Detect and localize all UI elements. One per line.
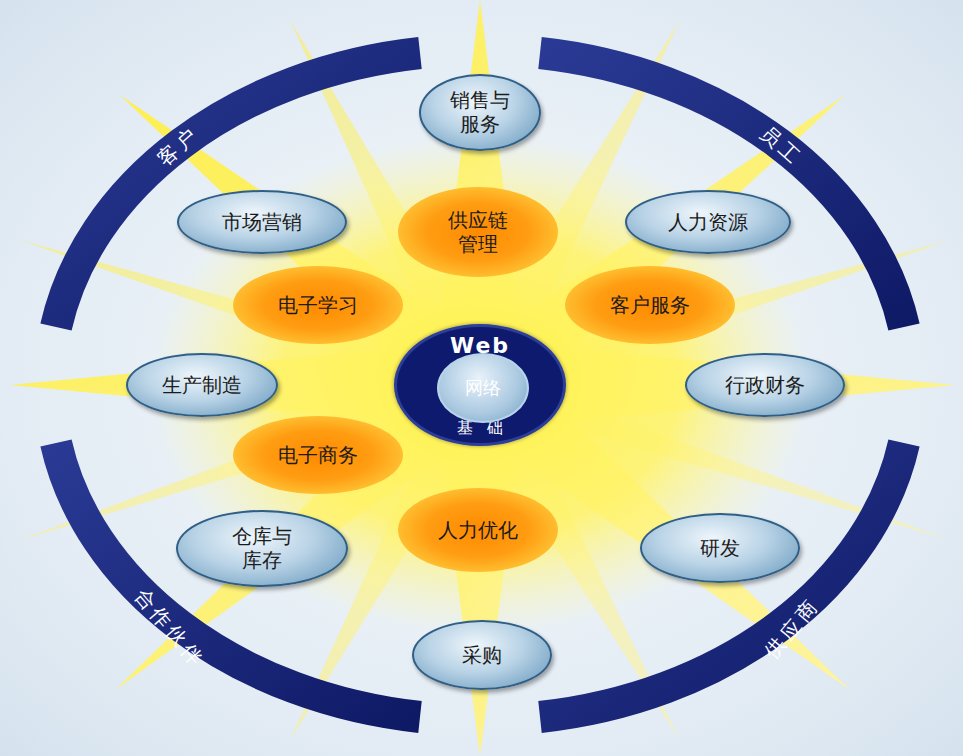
outer-ring	[56, 53, 904, 717]
solution-ellipse: 电子商务	[233, 416, 403, 494]
function-ellipse: 销售与服务	[419, 74, 541, 151]
node-label: 供应链管理	[446, 208, 510, 256]
function-ellipse: 人力资源	[625, 190, 791, 254]
node-label: 电子商务	[278, 443, 358, 467]
node-label: 采购	[462, 643, 502, 667]
node-label: 人力资源	[668, 210, 748, 234]
node-label: 销售与服务	[448, 88, 512, 136]
node-label: 人力优化	[438, 518, 518, 542]
sun-rays	[10, 0, 955, 756]
node-label: 网络	[439, 377, 527, 399]
solution-ellipse: 供应链管理	[398, 187, 558, 277]
function-ellipse: 研发	[640, 513, 800, 583]
node-label: 行政财务	[725, 373, 805, 397]
node-label: 研发	[700, 536, 740, 560]
solution-ellipse: 电子学习	[233, 266, 403, 344]
node-label: 市场营销	[222, 210, 302, 234]
node-label: 客户服务	[610, 293, 690, 317]
network-ellipse: 网络	[437, 353, 529, 423]
node-label: 生产制造	[162, 373, 242, 397]
function-ellipse: 仓库与库存	[176, 510, 348, 587]
core-ellipse: Web基础网络	[394, 324, 566, 446]
solution-ellipse: 人力优化	[398, 488, 558, 572]
node-label: 电子学习	[278, 293, 358, 317]
node-label: 仓库与库存	[230, 524, 294, 572]
function-ellipse: 采购	[412, 620, 552, 690]
solution-ellipse: 客户服务	[565, 266, 735, 344]
function-ellipse: 行政财务	[685, 353, 845, 417]
function-ellipse: 市场营销	[177, 190, 347, 254]
function-ellipse: 生产制造	[126, 353, 278, 417]
